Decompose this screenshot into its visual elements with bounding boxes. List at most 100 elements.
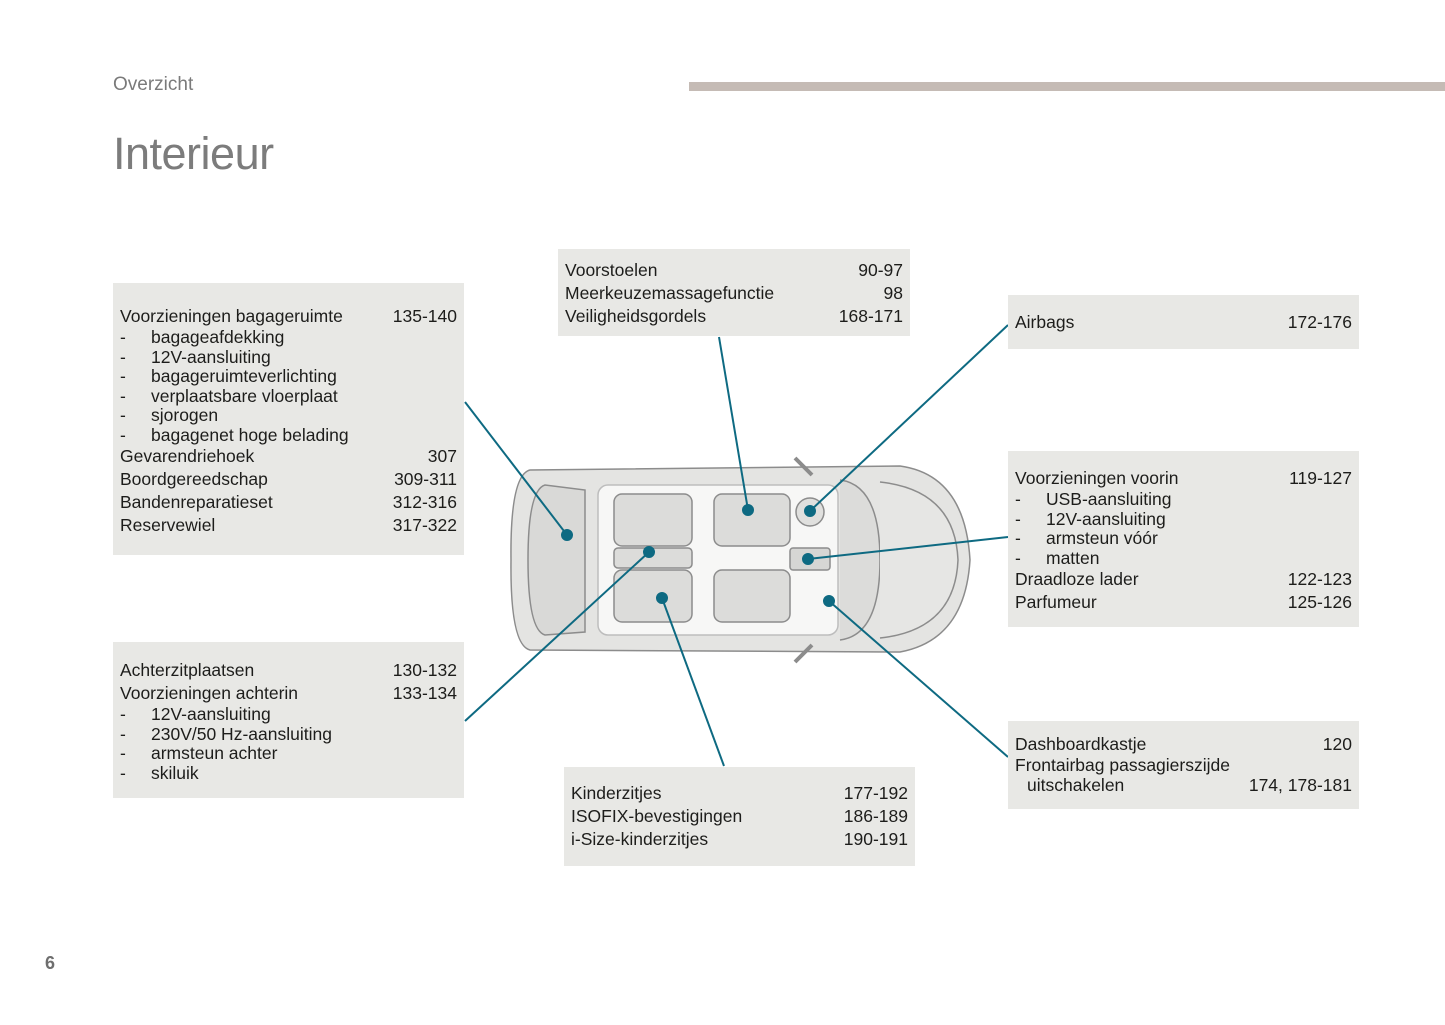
- index-entry: Airbags 172-176: [1015, 311, 1352, 334]
- bullet-dash: -: [120, 327, 126, 347]
- entry-label: sjorogen: [151, 405, 219, 425]
- page-reference: 172-176: [1287, 312, 1352, 332]
- bullet-dash: -: [120, 743, 126, 763]
- callout-lines: [464, 324, 1009, 767]
- entry-label: uitschakelen: [1027, 774, 1125, 795]
- index-entry: Voorstoelen 90-97: [565, 259, 903, 282]
- entry-label: 12V-aansluiting: [1046, 508, 1166, 529]
- callout-dot-voorin: [802, 553, 814, 565]
- entry-label: Veiligheidsgordels: [565, 306, 707, 326]
- bullet-dash: -: [1015, 508, 1021, 529]
- entry-label: Draadloze lader: [1015, 569, 1139, 589]
- sub-item: - armsteun achter: [120, 743, 457, 764]
- entry-label: Frontairbag passagierszijde: [1015, 755, 1230, 775]
- sub-item: - bagagenet hoge belading: [120, 424, 457, 446]
- bullet-dash: -: [120, 704, 126, 724]
- page-reference: 317-322: [392, 515, 457, 535]
- entry-label: i-Size-kinderzitjes: [571, 829, 709, 849]
- index-entry: Draadloze lader 122-123: [1015, 568, 1352, 591]
- entry-label: armsteun achter: [151, 743, 278, 763]
- sub-item: - USB-aansluiting: [1015, 489, 1352, 510]
- sub-item: - verplaatsbare vloerplaat: [120, 385, 457, 407]
- sub-item: - armsteun vóór: [1015, 528, 1352, 549]
- index-entry: Achterzitplaatsen 130-132: [120, 659, 457, 682]
- entry-label: 12V-aansluiting: [151, 704, 271, 724]
- sub-item: - 12V-aansluiting: [120, 704, 457, 725]
- bullet-dash: -: [1015, 528, 1021, 548]
- callout-dot-airbags: [804, 505, 816, 517]
- entry-label: Voorzieningen bagageruimte: [120, 306, 343, 326]
- entry-label: Voorstoelen: [565, 260, 658, 280]
- entry-label: bagageafdekking: [151, 327, 285, 347]
- entry-label: bagageruimteverlichting: [151, 366, 337, 386]
- entry-label: Airbags: [1015, 312, 1075, 332]
- entry-label: bagagenet hoge belading: [151, 424, 349, 445]
- bullet-dash: -: [120, 346, 126, 367]
- entry-label: Dashboardkastje: [1015, 734, 1147, 754]
- index-entry: Frontairbag passagierszijde: [1015, 755, 1352, 776]
- sub-item: - bagageruimteverlichting: [120, 366, 457, 387]
- sub-item: -matten: [1015, 547, 1352, 569]
- index-entry: Gevarendriehoek 307: [120, 445, 457, 468]
- entry-label: verplaatsbare vloerplaat: [151, 385, 338, 406]
- entry-label: armsteun vóór: [1046, 528, 1158, 548]
- bullet-dash: -: [120, 405, 126, 425]
- page-reference: 186-189: [843, 806, 908, 826]
- page-reference: 130-132: [392, 660, 457, 680]
- entry-label: 230V/50 Hz-aansluiting: [151, 723, 332, 744]
- callout-dot-achterin: [643, 546, 655, 558]
- bullet-dash: -: [1015, 489, 1021, 509]
- bullet-dash: -: [120, 385, 126, 406]
- entry-label: Kinderzitjes: [571, 783, 662, 803]
- sub-item: -skiluik: [120, 762, 457, 784]
- callout-box-airbags: Airbags 172-176: [1008, 295, 1359, 349]
- entry-label: Parfumeur: [1015, 592, 1097, 612]
- car-illustration: [510, 456, 971, 664]
- callout-box-bagageruimte: Voorzieningen bagageruimte 135-140 - bagage…: [113, 283, 464, 555]
- section-label: Overzicht: [113, 74, 194, 95]
- page-number: 6: [45, 953, 56, 973]
- entry-label: skiluik: [151, 762, 199, 783]
- page-title: Interieur: [113, 128, 274, 179]
- page-reference: 309-311: [394, 469, 457, 489]
- bullet-dash: -: [120, 366, 126, 386]
- page-reference: 122-123: [1287, 569, 1352, 589]
- page-reference: 168-171: [838, 306, 903, 326]
- entry-label: Achterzitplaatsen: [120, 660, 255, 680]
- callout-dot-bagage: [561, 529, 573, 541]
- callout-dot-voorstoelen: [742, 504, 754, 516]
- entry-label: matten: [1046, 547, 1100, 568]
- bullet-dash: -: [120, 723, 126, 744]
- callout-dot-dashboard: [823, 595, 835, 607]
- sub-item: - 12V-aansluiting: [1015, 508, 1352, 530]
- index-entry: Meerkeuzemassagefunctie 98: [565, 282, 903, 305]
- page-reference: 98: [883, 283, 903, 303]
- page-reference: 90-97: [858, 260, 903, 280]
- entry-label: USB-aansluiting: [1046, 489, 1172, 509]
- page-reference: 174, 178-181: [1248, 774, 1352, 795]
- bullet-dash: -: [120, 424, 126, 445]
- sub-item: - 230V/50 Hz-aansluiting: [120, 723, 457, 745]
- page-reference: 177-192: [843, 783, 908, 803]
- page-reference: 133-134: [392, 683, 457, 703]
- page-reference: 135-140: [392, 306, 457, 326]
- page-reference: 307: [427, 446, 457, 466]
- index-entry: Veiligheidsgordels 168-171: [565, 305, 903, 328]
- page-reference: 119-127: [1289, 468, 1352, 488]
- entry-label: Meerkeuzemassagefunctie: [565, 283, 775, 303]
- entry-label: Gevarendriehoek: [120, 446, 255, 466]
- entry-label: Boordgereedschap: [120, 469, 268, 489]
- index-entry: Voorzieningen bagageruimte 135-140: [120, 305, 457, 328]
- sub-item: - sjorogen: [120, 405, 457, 426]
- entry-label: 12V-aansluiting: [151, 346, 271, 367]
